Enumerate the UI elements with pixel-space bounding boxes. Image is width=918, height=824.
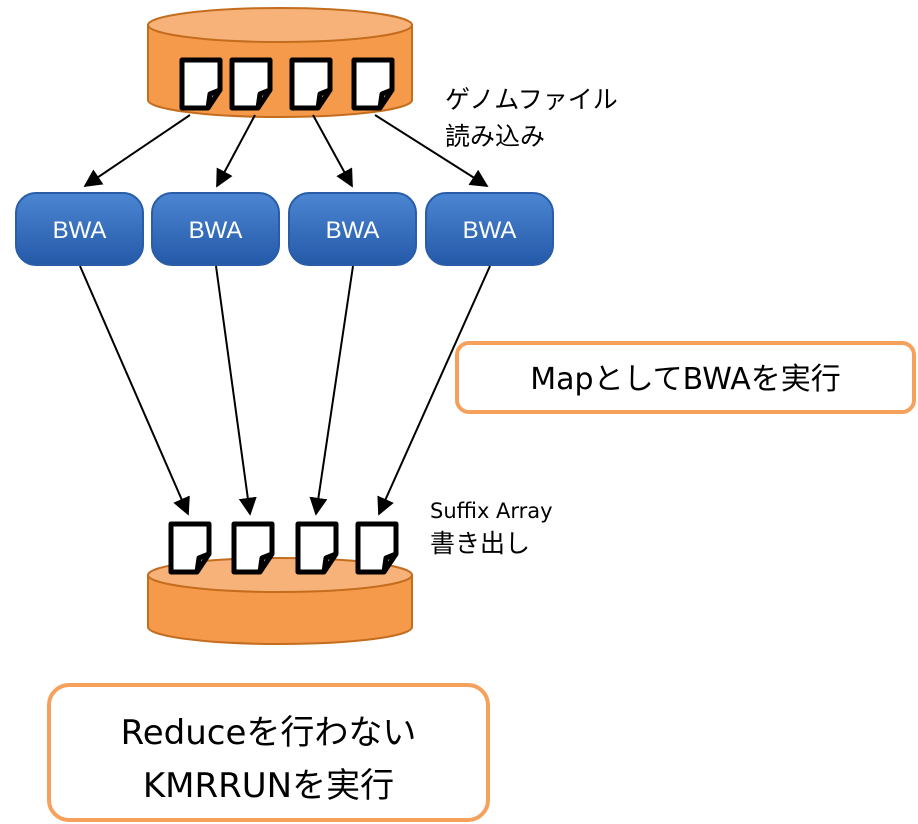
suffix-array-file-icon xyxy=(234,524,272,572)
bottom-storage-cylinder xyxy=(147,557,413,645)
reduce-callout-line2: KMRRUNを実行 xyxy=(143,766,394,806)
suffix-array-file-icon xyxy=(171,524,209,572)
bwa-worker: BWA xyxy=(15,192,144,266)
bwa-worker-label: BWA xyxy=(53,217,107,244)
bottom-storage-label-line1: Suffix Array xyxy=(430,499,553,523)
bwa-worker: BWA xyxy=(288,192,417,266)
read-arrow xyxy=(312,114,353,188)
genome-file-icon xyxy=(292,60,330,108)
bwa-worker-label: BWA xyxy=(463,217,517,244)
read-arrow xyxy=(83,114,191,188)
read-arrow xyxy=(216,114,256,188)
bwa-worker: BWA xyxy=(425,192,554,266)
suffix-array-file-icon xyxy=(358,524,396,572)
genome-file-icon xyxy=(354,60,392,108)
bwa-worker-label: BWA xyxy=(189,217,243,244)
write-arrow xyxy=(377,265,491,516)
write-arrow xyxy=(79,265,190,516)
write-arrow xyxy=(215,265,257,516)
bwa-worker: BWA xyxy=(151,192,280,266)
write-arrows xyxy=(79,265,491,516)
reduce-callout: Reduceを行わない KMRRUNを実行 xyxy=(47,683,490,822)
genome-file-icon xyxy=(232,60,270,108)
reduce-callout-line1: Reduceを行わない xyxy=(121,713,417,753)
bwa-workers: BWA BWA BWA BWA xyxy=(15,192,554,266)
genome-file-icon xyxy=(182,60,220,108)
bottom-storage-label-line2: 書き出し xyxy=(430,529,530,558)
write-arrow xyxy=(309,265,354,516)
top-storage-label-line1: ゲノムファイル xyxy=(445,85,618,114)
suffix-array-file-icon xyxy=(298,524,336,572)
map-callout: MapとしてBWAを実行 xyxy=(455,341,916,414)
read-arrows xyxy=(83,114,489,188)
read-arrow xyxy=(374,114,489,187)
bwa-worker-label: BWA xyxy=(326,217,380,244)
map-callout-text: MapとしてBWAを実行 xyxy=(530,362,840,397)
top-storage-label-line2: 読み込み xyxy=(445,122,545,151)
